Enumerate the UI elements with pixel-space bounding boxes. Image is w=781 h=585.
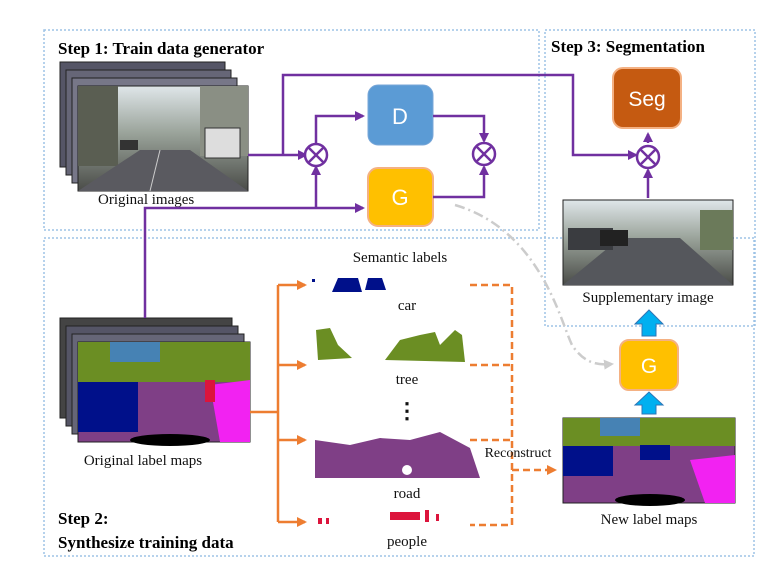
semantic-labels-caption: Semantic labels — [353, 250, 448, 266]
purple-connectors — [143, 73, 653, 318]
step3-title: Step 3: Segmentation — [551, 37, 705, 56]
step2-title-line2: Synthesize training data — [58, 533, 234, 552]
class-ellipsis: ⋮ — [396, 398, 418, 423]
class-label-people: people — [387, 534, 427, 550]
class-label-car: car — [398, 298, 416, 314]
road-label-crop — [315, 432, 480, 478]
step3-frame — [544, 29, 756, 327]
step2-frame — [43, 237, 755, 557]
combine-node-icon — [471, 141, 497, 167]
original-label-maps-caption: Original label maps — [84, 453, 202, 469]
new-label-map — [562, 417, 736, 506]
people-label-crop — [318, 510, 439, 524]
discriminator-label: D — [392, 104, 408, 129]
segmenter-label: Seg — [628, 88, 665, 111]
street-photo — [77, 85, 249, 192]
reconstruct-label: Reconstruct — [485, 446, 552, 461]
original-images-stack — [59, 61, 249, 192]
supplementary-image-caption: Supplementary image — [582, 290, 714, 306]
car-label-crop — [312, 278, 386, 292]
step1-title: Step 1: Train data generator — [58, 39, 265, 58]
generator-synth-label: G — [641, 355, 657, 378]
orange-connectors — [250, 280, 307, 527]
generator-train-label: G — [391, 185, 408, 210]
class-label-road: road — [394, 486, 421, 502]
tree-label-crop — [316, 328, 465, 362]
supplementary-image — [562, 199, 734, 286]
step2-title-line1: Step 2: — [58, 509, 109, 528]
original-images-caption: Original images — [98, 192, 194, 208]
step1-frame — [43, 29, 540, 231]
segmenter-box — [612, 67, 682, 129]
combine-node-icon — [303, 142, 329, 168]
orange-dashed-connectors — [470, 283, 557, 527]
arrow-icon — [633, 309, 665, 415]
class-label-tree: tree — [396, 372, 419, 388]
new-label-maps-caption: New label maps — [601, 512, 698, 528]
original-label-maps-stack — [59, 317, 251, 446]
combine-node-icon — [635, 144, 661, 170]
generator-synth-box — [619, 339, 679, 391]
generator-transfer-curve — [454, 203, 614, 370]
